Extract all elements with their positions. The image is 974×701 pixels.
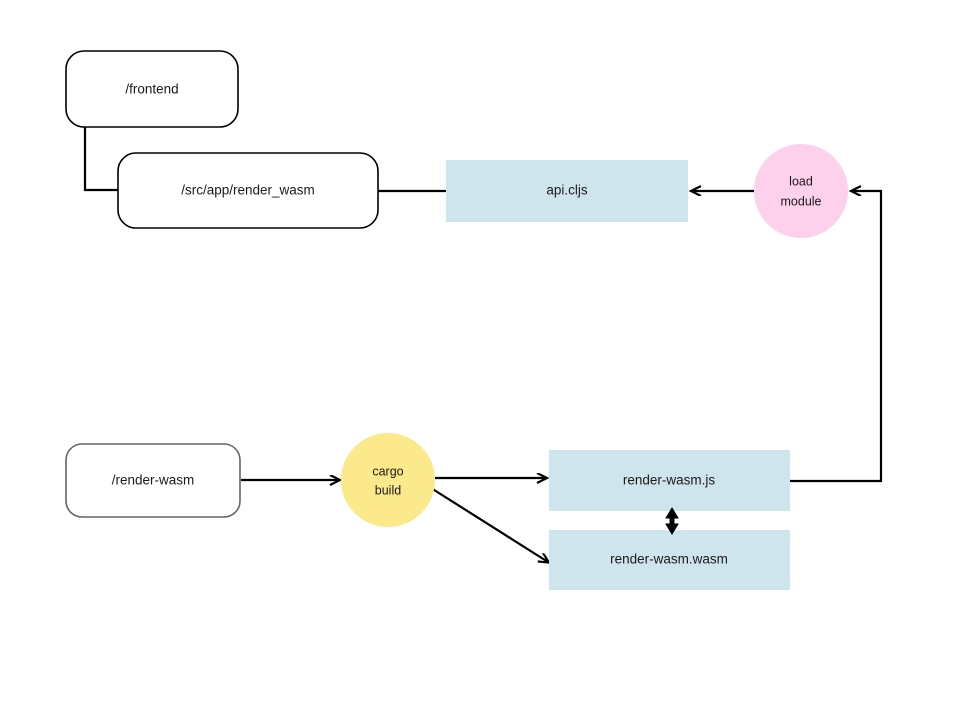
- double-arrow-icon: [665, 507, 679, 535]
- node-load-module[interactable]: load module: [754, 144, 848, 238]
- edge-js-wasm-bidirectional: [665, 507, 679, 535]
- node-api-cljs[interactable]: api.cljs: [446, 160, 688, 222]
- node-render-wasm-js[interactable]: render-wasm.js: [549, 450, 790, 511]
- edge-cargo-to-wasm: [430, 487, 548, 562]
- node-frontend[interactable]: /frontend: [65, 50, 239, 128]
- node-cargo-build[interactable]: cargo build: [341, 433, 435, 527]
- node-render-wasm-dir[interactable]: /render-wasm: [65, 443, 241, 518]
- edge-renderwasmjs-to-loadmodule: [790, 191, 883, 483]
- edge-frontend-to-src: [83, 127, 120, 192]
- node-render-wasm-wasm[interactable]: render-wasm.wasm: [549, 530, 790, 590]
- node-src-app-render-wasm[interactable]: /src/app/render_wasm: [117, 152, 379, 229]
